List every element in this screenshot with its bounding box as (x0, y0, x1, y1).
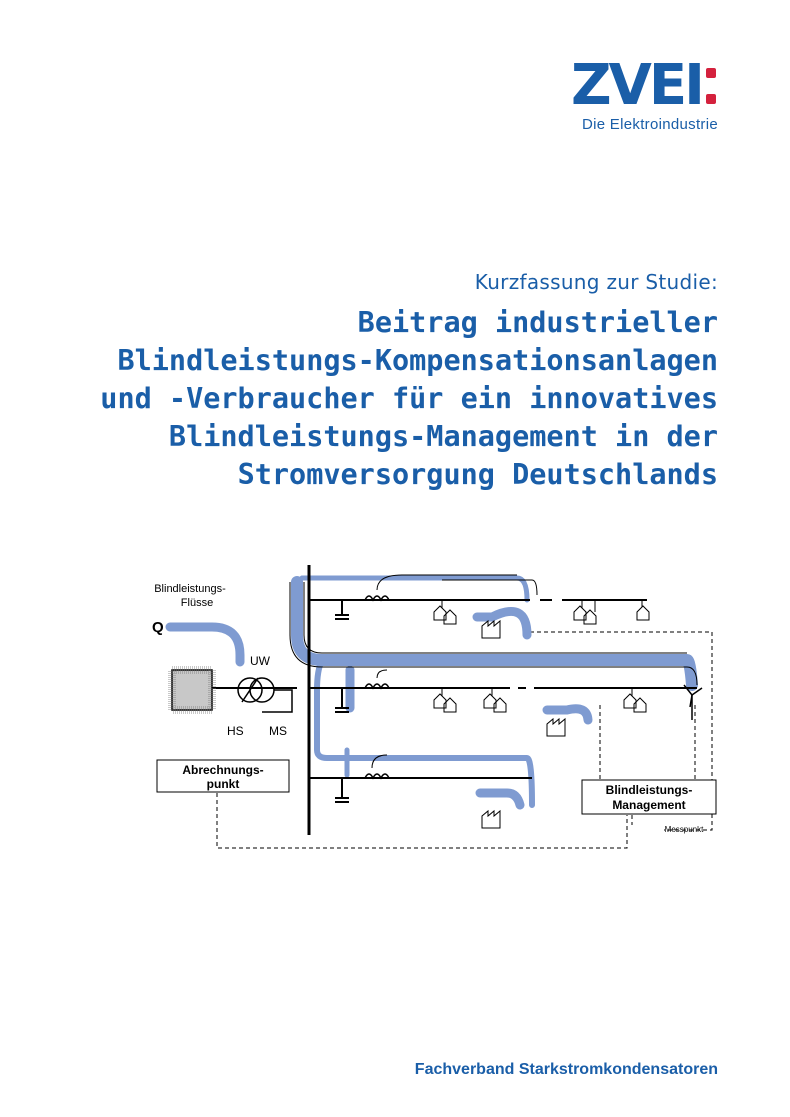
wind-turbine-icon (683, 684, 703, 720)
title-line: Stromversorgung Deutschlands (237, 458, 718, 491)
management-label-1: Blindleistungs- (606, 783, 693, 797)
billing-box (156, 759, 290, 793)
logo-word: ZVEI (570, 53, 705, 118)
title-line: Blindleistungs-Management in der (168, 420, 718, 453)
grid-box (171, 669, 213, 711)
management-box (581, 779, 717, 815)
billing-label-1: Abrechnungs- (182, 763, 263, 777)
title-line: Beitrag industrieller (357, 306, 718, 339)
management-label-2: Management (612, 798, 685, 812)
ms-label: MS (269, 724, 287, 738)
feeder-gaps (510, 598, 562, 690)
reactive-power-diagram: Blindleistungs- Flüsse Q UW HS MS Abrech… (152, 565, 717, 849)
logo-colon-icon (706, 66, 718, 112)
capacitor-icons (335, 600, 349, 803)
q-label: Q (152, 619, 164, 636)
house-icons (433, 605, 650, 713)
flows-label-1: Blindleistungs- (154, 583, 226, 595)
uw-label: UW (250, 654, 271, 668)
billing-label-2: punkt (207, 777, 240, 791)
title-block: Kurzfassung zur Studie: Beitrag industri… (38, 270, 718, 494)
title-line: Blindleistungs-Kompensationsanlagen (117, 344, 718, 377)
measure-label: Messpunkt (665, 825, 704, 834)
transformer-icon (237, 677, 293, 713)
pre-title: Kurzfassung zur Studie: (474, 270, 718, 294)
main-title: Beitrag industrieller Blindleistungs-Kom… (38, 304, 718, 494)
hs-label: HS (227, 724, 244, 738)
branch-arrows (371, 574, 643, 769)
logo-subtitle: Die Elektroindustrie (581, 116, 718, 133)
factory-icons (481, 619, 566, 829)
flows-label-2: Flüsse (181, 597, 213, 609)
title-line: und -Verbraucher für ein innovatives (100, 382, 718, 415)
flow-bands (165, 575, 698, 810)
feeder-lines (212, 599, 697, 779)
footer: Fachverband Starkstromkondensatoren (414, 1061, 718, 1078)
inductor-icons (364, 595, 390, 780)
grid-box-hatch (168, 666, 216, 714)
zvei-logo: ZVEI Die Elektroindustrie (558, 53, 718, 134)
